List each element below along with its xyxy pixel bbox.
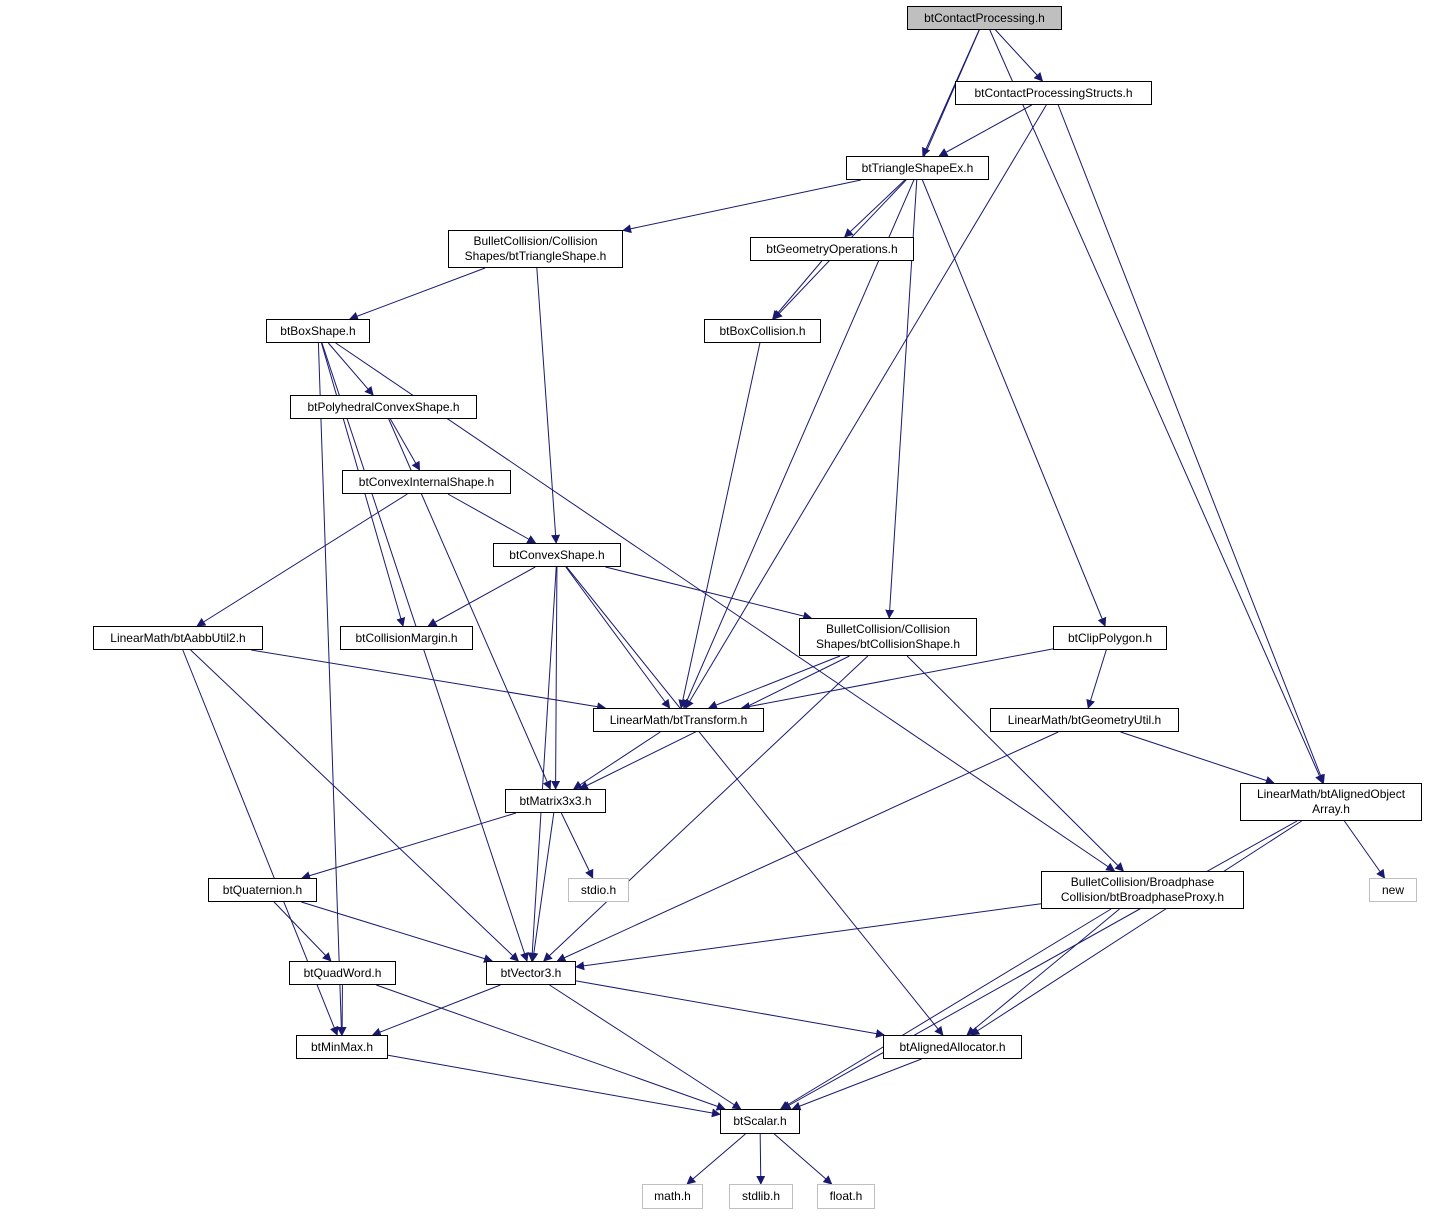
edge-bproxy-to-alloc [966, 908, 1120, 1036]
edge-aabb-to-transform [251, 649, 607, 712]
node-bttransform-h[interactable]: LinearMath/btTransform.h [593, 708, 764, 732]
edge-boxshape-to-minmax [317, 342, 346, 1036]
edge-minmax-to-scalar [387, 1054, 721, 1118]
edge-bproxy-to-scalar [779, 908, 1112, 1110]
edge-convex-to-matrix [551, 566, 561, 790]
edge-boxshape-to-vector [321, 342, 529, 962]
node-stdio-h: stdio.h [568, 878, 629, 902]
edge-root-to-alignedarr [989, 29, 1324, 784]
node-btclippolygon-h[interactable]: btClipPolygon.h [1053, 626, 1167, 650]
edge-colshape-to-bproxy [906, 655, 1125, 872]
edge-vector-to-minmax [371, 984, 501, 1037]
edge-bproxy-to-vector [575, 903, 1042, 971]
node-btbroadphaseproxy-h[interactable]: BulletCollision/Broadphase Collision/btB… [1041, 871, 1244, 909]
edge-structs-to-transform [685, 104, 1047, 709]
edge-convex-to-transform [565, 566, 671, 709]
node-btmatrix3x3-h[interactable]: btMatrix3x3.h [505, 789, 606, 813]
node-btboxshape-h[interactable]: btBoxShape.h [266, 319, 370, 343]
edge-convex-to-colshape [605, 566, 813, 621]
edge-matrix-to-stdio [560, 812, 594, 879]
edge-trishape-to-boxshape [348, 267, 486, 321]
edge-convint-to-convex [447, 493, 537, 544]
edge-scalar-to-stdlib [756, 1133, 766, 1185]
node-btpolyhedralconvexshape-h[interactable]: btPolyhedralConvexShape.h [290, 395, 477, 419]
node-math-h: math.h [642, 1184, 703, 1209]
edge-triex-to-trishape [622, 179, 862, 234]
edge-boxcoll-to-transform [678, 342, 761, 709]
edge-boxshape-to-polyconv [327, 342, 374, 396]
node-bttriangleshape-h[interactable]: BulletCollision/Collision Shapes/btTrian… [448, 230, 623, 268]
node-btboxcollision-h[interactable]: btBoxCollision.h [704, 319, 821, 343]
node-btgeometryoperations-h[interactable]: btGeometryOperations.h [750, 237, 914, 261]
edge-vector-to-scalar [549, 984, 742, 1110]
node-btaabbutil2-h[interactable]: LinearMath/btAabbUtil2.h [93, 626, 263, 650]
edge-root-to-transform [682, 29, 980, 709]
edge-structs-to-alignedarr [1057, 104, 1325, 784]
edge-geomutil-to-vector [556, 731, 1059, 962]
edge-geomops-to-boxcoll [772, 260, 823, 320]
edge-trishape-to-convex [536, 267, 561, 544]
node-btcollisionmargin-h[interactable]: btCollisionMargin.h [340, 626, 473, 650]
edge-boxshape-to-bproxy [335, 342, 1116, 872]
edge-convex-to-vector [527, 566, 557, 962]
node-btalignedallocator-h[interactable]: btAlignedAllocator.h [883, 1035, 1022, 1059]
node-btquadword-h[interactable]: btQuadWord.h [289, 961, 396, 985]
edge-vector-to-alloc [575, 980, 886, 1039]
edge-root-to-structs [995, 29, 1044, 82]
node-stdlib-h: stdlib.h [729, 1184, 793, 1209]
node-btconvexshape-h[interactable]: btConvexShape.h [493, 543, 621, 567]
edge-convex-to-alloc [566, 566, 944, 1036]
edge-colshape-to-vector [543, 655, 869, 962]
node-btquaternion-h[interactable]: btQuaternion.h [208, 878, 317, 902]
edge-transform-to-matrix [572, 731, 661, 790]
node-float-h: float.h [817, 1184, 875, 1209]
node-bttriangleshapeex-h[interactable]: btTriangleShapeEx.h [846, 156, 989, 180]
edge-alignedarr-to-scalar [781, 820, 1298, 1110]
edge-aabb-to-vector [190, 649, 520, 962]
node-btcontactprocessing-h[interactable]: btContactProcessing.h [907, 6, 1062, 30]
edge-matrix-to-quat [301, 812, 517, 880]
edge-convex-to-colmargin [427, 566, 536, 627]
edge-convint-to-aabb [196, 493, 408, 627]
edge-matrix-to-vector [529, 812, 555, 962]
edge-triex-to-geomops [844, 179, 906, 238]
edge-alignedarr-to-alloc [970, 820, 1302, 1036]
edge-clippoly-to-transform [740, 648, 1054, 711]
edge-triex-to-clippoly [921, 179, 1107, 627]
edge-polyconv-to-convint [389, 418, 421, 471]
node-btcollisionshape-h[interactable]: BulletCollision/Collision Shapes/btColli… [799, 618, 977, 656]
edge-scalar-to-math [686, 1133, 746, 1185]
edge-scalar-to-float [774, 1133, 833, 1185]
edge-quat-to-vector [301, 901, 494, 963]
node-btminmax-h[interactable]: btMinMax.h [296, 1035, 388, 1059]
node-new: new [1369, 878, 1417, 902]
node-btgeometryutil-h[interactable]: LinearMath/btGeometryUtil.h [990, 708, 1179, 732]
node-btalignedobjectarray-h[interactable]: LinearMath/btAlignedObject Array.h [1240, 783, 1422, 821]
node-btscalar-h[interactable]: btScalar.h [720, 1109, 800, 1134]
edge-alignedarr-to-new [1343, 820, 1386, 879]
node-btcontactprocessingstructs-h[interactable]: btContactProcessingStructs.h [955, 81, 1152, 105]
edge-quadword-to-scalar [376, 984, 726, 1111]
edge-clippoly-to-geomutil [1086, 649, 1107, 709]
node-btvector3-h[interactable]: btVector3.h [486, 961, 576, 985]
edge-structs-to-triex [938, 104, 1032, 157]
node-btconvexinternalshape-h[interactable]: btConvexInternalShape.h [342, 470, 511, 494]
edge-colshape-to-transform [707, 655, 841, 710]
edge-geomutil-to-alignedarr [1120, 731, 1275, 785]
edge-quat-to-quadword [273, 901, 332, 962]
edge-alloc-to-scalar [791, 1058, 922, 1111]
